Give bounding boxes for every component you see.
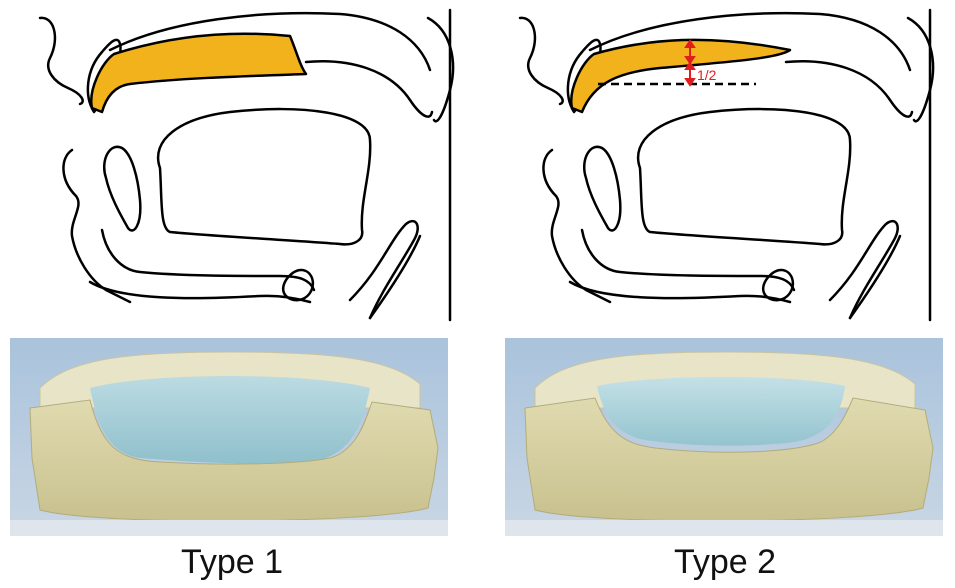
- oral-cavity-diagram-1: [10, 0, 480, 335]
- tongue-outline: [158, 109, 370, 244]
- larynx-outline-2: [370, 236, 420, 318]
- hyoid-outline: [283, 270, 313, 300]
- gel-palate: [90, 376, 370, 464]
- soft-palate-outline: [786, 61, 912, 116]
- half-measure-label: 1/2: [697, 67, 717, 83]
- larynx-outline: [830, 221, 898, 318]
- dental-cast-photo-1: [10, 338, 448, 536]
- lower-incisor-outline: [104, 147, 140, 231]
- caption-type-1: Type 1: [82, 540, 382, 584]
- gel-palate: [597, 377, 845, 446]
- upper-lip-outline: [40, 18, 83, 104]
- lower-incisor-outline: [584, 147, 620, 231]
- diagram-type-1: [10, 0, 480, 335]
- lower-lip-outline: [543, 150, 610, 302]
- photo-type-2: [505, 338, 943, 536]
- dental-cast-photo-2: [505, 338, 943, 536]
- tongue-outline: [638, 109, 850, 244]
- palatal-plate-fill: [91, 34, 306, 112]
- palatal-plate-fill: [571, 40, 790, 112]
- photo-type-1: [10, 338, 448, 536]
- caption-type-2: Type 2: [575, 540, 875, 584]
- hyoid-outline: [763, 270, 793, 300]
- lower-lip-outline: [63, 150, 130, 302]
- soft-palate-outline: [306, 61, 432, 116]
- larynx-outline-2: [850, 236, 900, 318]
- larynx-outline: [350, 221, 418, 318]
- oral-cavity-diagram-2: 1/2: [490, 0, 955, 335]
- diagram-type-2: 1/2: [490, 0, 955, 335]
- upper-lip-outline: [520, 18, 563, 104]
